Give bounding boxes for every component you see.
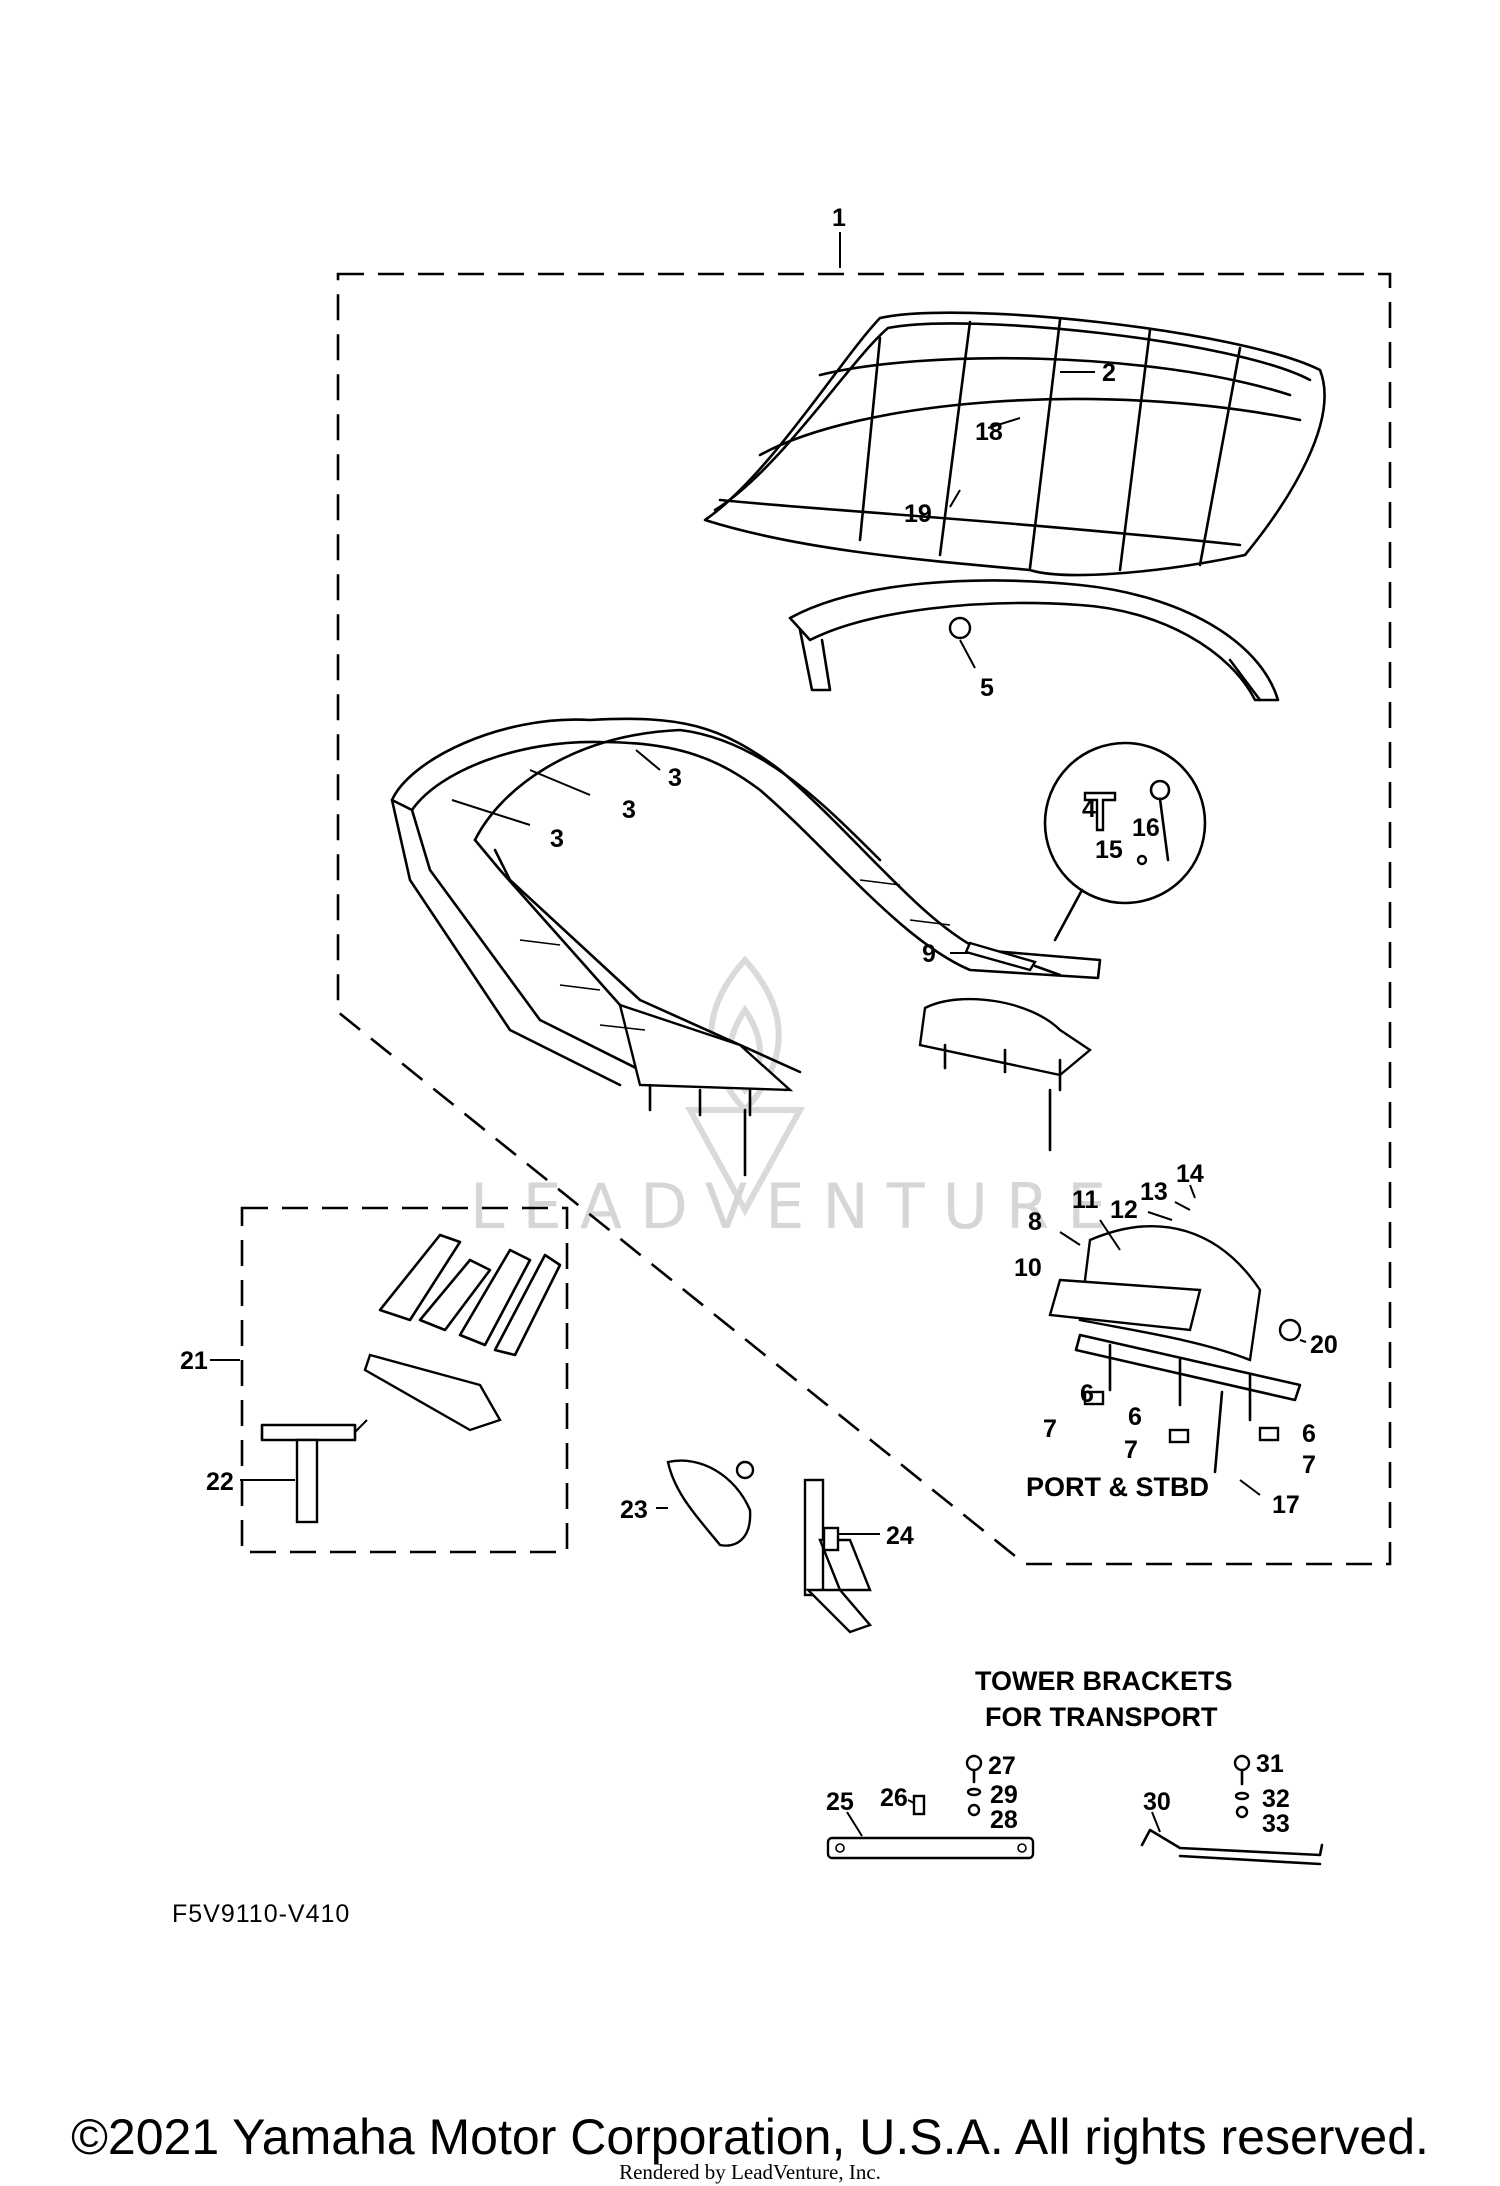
callout-3b: 3	[622, 796, 636, 824]
callout-26: 26	[880, 1784, 908, 1812]
callout-29: 29	[990, 1781, 1018, 1809]
callout-11: 11	[1072, 1186, 1099, 1214]
callout-31: 31	[1256, 1750, 1284, 1778]
tower-side-bracket	[918, 997, 1093, 1152]
tower-frame	[390, 717, 1102, 1177]
callout-3c: 3	[550, 825, 564, 853]
callout-12: 12	[1110, 1196, 1138, 1224]
watermark: LEADVENTURE	[470, 955, 1124, 1243]
tower-brackets-heading-line2: FOR TRANSPORT	[985, 1702, 1218, 1732]
callout-23: 23	[620, 1496, 648, 1524]
wakeboard-rack	[260, 1233, 562, 1524]
callout-22: 22	[206, 1468, 234, 1496]
callout-6a: 6	[1080, 1380, 1094, 1408]
callout-7c: 7	[1302, 1451, 1316, 1479]
copyright-notice: ©2021 Yamaha Motor Corporation, U.S.A. A…	[71, 2109, 1429, 2165]
bimini-mount-rail	[788, 579, 1280, 702]
callout-7a: 7	[1043, 1415, 1057, 1443]
transport-bracket-rod	[1140, 1754, 1324, 1866]
callout-24: 24	[886, 1522, 914, 1550]
port-stbd-mount	[1048, 1225, 1302, 1474]
callout-32: 32	[1262, 1785, 1290, 1813]
callout-14: 14	[1176, 1160, 1204, 1188]
callout-20: 20	[1310, 1331, 1338, 1359]
callout-8: 8	[1028, 1208, 1042, 1236]
callout-16: 16	[1132, 814, 1160, 842]
callout-numbers: 1 2 18 19 5 3 3 3 4 16 15 9 14 13 12 11 …	[180, 204, 1338, 1838]
callout-18: 18	[975, 418, 1003, 446]
callout-15: 15	[1095, 836, 1123, 864]
mirror	[666, 1459, 755, 1547]
callout-6b: 6	[1128, 1403, 1142, 1431]
bimini-top-frame	[703, 311, 1326, 577]
callout-21: 21	[180, 1347, 208, 1375]
callout-10: 10	[1014, 1254, 1042, 1282]
callout-19: 19	[904, 500, 932, 528]
gas-strut	[964, 941, 1062, 977]
callout-9: 9	[922, 940, 936, 968]
flag-pole	[803, 1478, 873, 1634]
callout-30: 30	[1143, 1788, 1171, 1816]
transport-bracket-flat	[826, 1754, 1035, 1860]
detail-magnifier	[1043, 741, 1207, 942]
tower-brackets-heading-line1: TOWER BRACKETS	[975, 1666, 1233, 1696]
callout-1: 1	[832, 204, 846, 232]
assembly-boundary	[240, 272, 1392, 1566]
diagram-code: F5V9110-V410	[172, 1900, 350, 1928]
callout-27: 27	[988, 1752, 1016, 1780]
callout-2: 2	[1102, 359, 1116, 387]
callout-17: 17	[1272, 1491, 1300, 1519]
watermark-text: LEADVENTURE	[470, 1170, 1124, 1243]
callout-3a: 3	[668, 764, 682, 792]
callout-33: 33	[1262, 1810, 1290, 1838]
callout-5: 5	[980, 674, 994, 702]
rendered-by-notice: Rendered by LeadVenture, Inc.	[619, 2160, 881, 2184]
callout-25: 25	[826, 1788, 854, 1816]
callout-13: 13	[1140, 1178, 1168, 1206]
port-stbd-label: PORT & STBD	[1026, 1472, 1209, 1502]
callout-7b: 7	[1124, 1436, 1138, 1464]
callout-6c: 6	[1302, 1420, 1316, 1448]
callout-4: 4	[1082, 795, 1096, 823]
leader-lines	[210, 371, 1307, 1837]
callout-28: 28	[990, 1806, 1018, 1834]
